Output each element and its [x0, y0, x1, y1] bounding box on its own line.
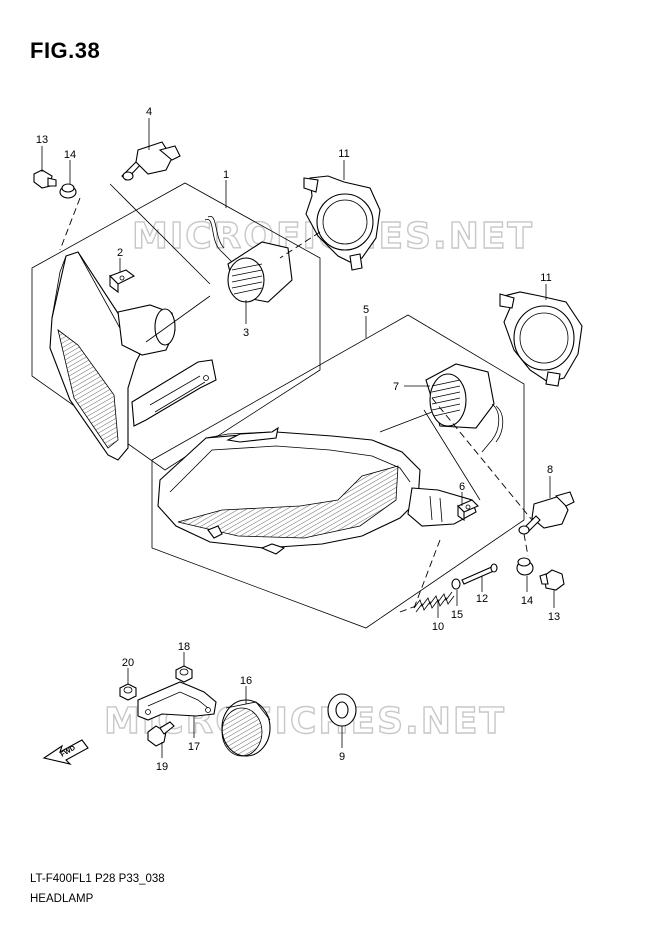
callout-5: 5 [363, 304, 369, 316]
callout-3: 3 [243, 327, 249, 339]
headlamp-assembly-left [31, 182, 321, 471]
model-code: LT-F400FL1 P28 P33_038 [30, 873, 165, 885]
installation-dashed-lines [59, 197, 533, 613]
callout-7: 7 [393, 381, 399, 393]
leader-lines [41, 118, 555, 758]
washer-part-15 [451, 578, 461, 590]
bolt-part-19 [147, 721, 175, 747]
callout-14-top: 14 [64, 149, 76, 161]
callout-2: 2 [117, 247, 123, 259]
callout-17: 17 [188, 741, 200, 753]
callout-12: 12 [476, 593, 488, 605]
callout-1: 1 [223, 169, 229, 181]
grommet-part-9 [327, 693, 357, 727]
grommet-part-14-right [516, 557, 534, 576]
callout-8: 8 [547, 464, 553, 476]
fwd-arrow-icon: FWD [42, 739, 89, 765]
assembly-frame-right [151, 314, 525, 629]
callout-18: 18 [178, 641, 190, 653]
clip-part-6 [457, 499, 479, 522]
callout-20: 20 [122, 657, 134, 669]
callout-4: 4 [146, 106, 152, 118]
callout-11-right: 11 [540, 272, 551, 284]
callout-19: 19 [156, 761, 168, 773]
section-name: HEADLAMP [30, 893, 94, 905]
bracket-part-17 [137, 681, 217, 721]
screw-part-13-right [539, 569, 565, 591]
clip-part-2 [109, 269, 136, 294]
figure-title: FIG.38 [30, 38, 101, 63]
grommet-part-14-top [59, 183, 77, 199]
callout-16: 16 [240, 675, 252, 687]
retainer-ring-part-11-right [499, 291, 583, 387]
adjuster-screw-part-12 [461, 563, 498, 585]
bulb-part-4 [121, 141, 181, 181]
assembly-frame-left [31, 182, 321, 471]
spring-part-10 [413, 591, 455, 613]
nut-part-20 [119, 683, 137, 701]
bulb-socket-left [204, 216, 293, 303]
callout-15: 15 [451, 609, 463, 621]
callout-9: 9 [339, 751, 345, 763]
bulb-socket-right [425, 363, 504, 453]
callout-11-top: 11 [338, 148, 349, 160]
retainer-ring-part-11-top [303, 175, 381, 271]
callout-14-right: 14 [521, 595, 533, 607]
callout-10: 10 [432, 621, 444, 633]
callout-numbers: 1 2 3 4 5 6 7 8 9 10 11 11 12 13 13 14 1… [36, 106, 560, 773]
screw-part-13-top [33, 169, 57, 189]
reflector-part-16 [221, 699, 271, 757]
callout-13-top: 13 [36, 134, 48, 146]
nut-part-18 [175, 665, 193, 683]
callout-13-right: 13 [548, 611, 560, 623]
bulb-part-8 [518, 491, 575, 535]
callout-6: 6 [459, 481, 465, 493]
